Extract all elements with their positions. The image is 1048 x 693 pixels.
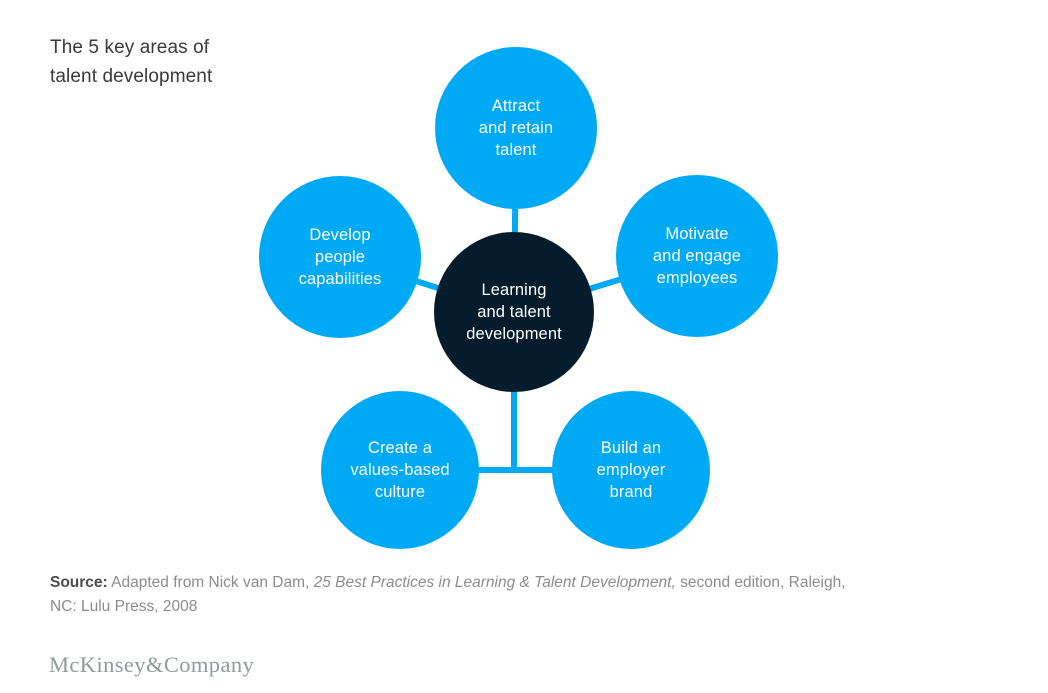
node-label-line: employees [656,269,738,287]
mckinsey-logo: McKinsey&Company [49,652,255,677]
node-learning-and-talent-development: Learning and talent development [434,232,594,392]
node-motivate-and-engage-employees: Motivate and engage employees [616,175,778,337]
node-label-line: Learning [481,281,547,299]
source-book-title: 25 Best Practices in Learning & Talent D… [313,574,676,591]
node-label-line: and engage [652,247,742,265]
node-label-line: capabilities [298,270,382,288]
node-label-line: Attract [491,97,541,115]
node-label-line: people [314,248,366,266]
node-label-line: culture [374,483,426,501]
source-text: second edition, Raleigh, [675,574,846,591]
node-label-line: Create a [367,439,433,457]
source-text-line2: NC: Lulu Press, 2008 [50,598,198,615]
node-label: Develop people capabilities [299,224,382,290]
node-label-line: Develop [309,226,371,244]
node-label-line: values-based [350,461,450,479]
node-label-line: brand [609,483,653,501]
node-label: Build an employer brand [597,437,666,503]
node-label-line: employer [596,461,666,479]
node-label-line: Build an [600,439,662,457]
source-note: Source: Adapted from Nick van Dam, 25 Be… [50,571,1030,619]
node-label: Create a values-based culture [350,437,449,503]
node-label-line: development [466,325,562,343]
node-label-line: and retain [478,119,554,137]
node-label-line: and talent [477,303,551,321]
node-attract-and-retain-talent: Attract and retain talent [435,47,597,209]
node-develop-people-capabilities: Develop people capabilities [259,176,421,338]
node-label: Attract and retain talent [479,95,553,161]
node-label-line: talent [495,141,537,159]
node-build-an-employer-brand: Build an employer brand [552,391,710,549]
node-create-a-values-based-culture: Create a values-based culture [321,391,479,549]
source-text: Adapted from Nick van Dam, [107,574,314,591]
node-label: Motivate and engage employees [653,223,741,289]
node-label-line: Motivate [665,225,729,243]
page-title: The 5 key areas of talent development [50,37,213,87]
node-label: Learning and talent development [466,279,562,345]
source-label: Source: [50,574,108,591]
